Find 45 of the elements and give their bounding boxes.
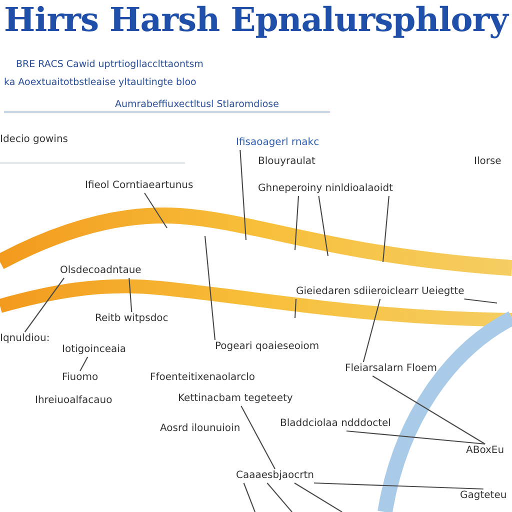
subtitle-text: ka Aoextuaitotbstleaise yltaultingte bloo: [4, 77, 196, 88]
callout-label: Blouyraulat: [258, 156, 316, 168]
leader-line: [240, 406, 276, 470]
leader-line: [382, 196, 390, 262]
callout-label: Reitb witpsdoc: [95, 313, 168, 325]
callout-label: Gieiedaren sdiieroiclearr Ueiegtte: [296, 286, 464, 298]
callout-label: Ffoenteitixenaolarclo: [150, 372, 255, 384]
leader-line: [240, 150, 247, 240]
callout-label: Aosrd ilounuioin: [160, 423, 240, 435]
leader-line: [362, 298, 381, 362]
callout-label: Gagteteu: [460, 490, 507, 502]
leader-line: [266, 482, 292, 512]
leader-line: [80, 356, 88, 372]
leader-line: [372, 376, 486, 444]
leader-line: [294, 196, 300, 250]
callout-label: Olsdecoadntaue: [60, 265, 142, 277]
callout-label: Iqnuldiou:: [0, 333, 50, 345]
leader-line: [128, 278, 132, 312]
leader-line: [346, 430, 486, 445]
callout-label: Idecio gowins: [0, 134, 68, 146]
leader-line: [294, 298, 297, 318]
callout-label: Ifieol Corntiaeartunus: [85, 180, 194, 192]
callout-label: ABoxEu: [466, 445, 504, 457]
callout-label: Ihreiuoalfacauo: [35, 395, 112, 407]
callout-label: Ghneperoiny ninldioalaoidt: [258, 183, 393, 195]
leader-line: [318, 196, 329, 256]
leader-line: [204, 236, 216, 340]
leader-line: [144, 192, 168, 228]
callout-label: Iotigoinceaia: [62, 344, 126, 356]
callout-label: Fiuomo: [62, 372, 98, 384]
title: Hirrs Harsh Epnalursphlory: [4, 0, 508, 39]
leader-line: [314, 482, 484, 490]
leader-line: [24, 278, 65, 332]
leader-line: [294, 482, 342, 512]
callout-label: Fleiarsalarn Floem: [345, 363, 437, 375]
callout-label: Bladdciolaa ndddoctel: [280, 418, 391, 430]
callout-label: Ilorse: [474, 156, 502, 168]
subtitle-text: BRE RACS Cawid uptrtiogllacclttaontsm: [16, 59, 204, 70]
leader-line: [243, 482, 256, 512]
callout-label: Caaaesbjaocrtn: [236, 470, 314, 482]
callout-label: Pogeari qoaieseoiom: [215, 341, 320, 353]
callout-label: Ifisaoagerl rnakc: [236, 137, 320, 149]
subtitle-text: Aumrabeffiuxectltusl Stlaromdiose: [115, 99, 279, 110]
leader-line: [464, 298, 498, 304]
callout-label: Kettinacbam tegeteety: [178, 393, 293, 405]
